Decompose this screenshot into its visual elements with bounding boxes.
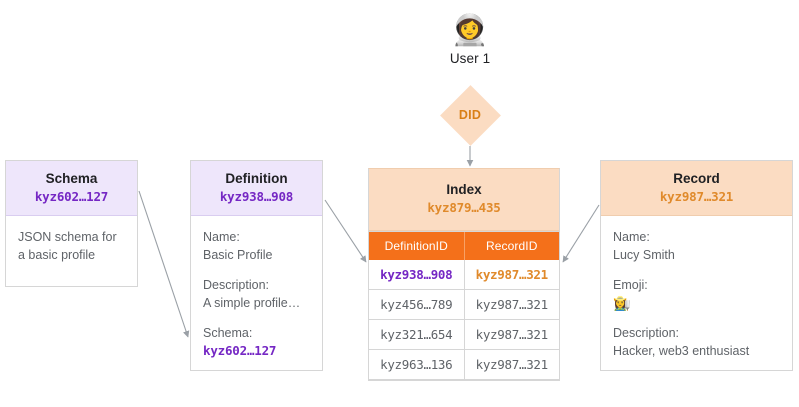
record-field-description: Description: Hacker, web3 enthusiast: [613, 324, 780, 360]
record-field-emoji-label: Emoji:: [613, 278, 648, 292]
connector-definition-to-index-row: [324, 199, 367, 263]
record-card: Record kyz987…321 Name: Lucy Smith Emoji…: [600, 160, 793, 371]
record-card-frame: Record kyz987…321 Name: Lucy Smith Emoji…: [600, 160, 793, 371]
index-card-header: Index kyz879…435: [369, 169, 559, 231]
definition-card-header: Definition kyz938…908: [191, 161, 322, 216]
record-card-header: Record kyz987…321: [601, 161, 792, 216]
user-label: User 1: [449, 51, 491, 66]
definition-field-schema: Schema: kyz602…127: [203, 324, 310, 360]
table-row[interactable]: kyz321…654 kyz987…321: [369, 319, 559, 350]
column-header-record-id[interactable]: RecordID: [464, 232, 559, 260]
cell-record-id: kyz987…321: [463, 319, 559, 350]
cell-definition-id: kyz321…654: [369, 319, 465, 350]
cell-record-id: kyz987…321: [463, 260, 559, 290]
table-row[interactable]: kyz963…136 kyz987…321: [369, 349, 559, 380]
astronaut-emoji-icon: 👩‍🚀: [451, 14, 489, 47]
schema-card: Schema kyz602…127 JSON schema for a basi…: [5, 160, 138, 287]
definition-field-schema-label: Schema:: [203, 326, 253, 340]
index-table-header-row: DefinitionID RecordID: [369, 232, 559, 260]
definition-field-name: Name: Basic Profile: [203, 228, 310, 264]
record-field-name-value: Lucy Smith: [613, 248, 675, 262]
index-table-wrapper: DefinitionID RecordID kyz938…908 kyz987……: [368, 232, 560, 381]
schema-card-frame: Schema kyz602…127 JSON schema for a basi…: [5, 160, 138, 287]
definition-field-description: Description: A simple profile…: [203, 276, 310, 312]
record-field-description-value: Hacker, web3 enthusiast: [613, 344, 750, 358]
definition-card: Definition kyz938…908 Name: Basic Profil…: [190, 160, 323, 371]
record-card-body: Name: Lucy Smith Emoji: 👩‍🌾 Description:…: [601, 216, 792, 370]
definition-title: Definition: [225, 171, 288, 186]
definition-field-description-label: Description:: [203, 278, 269, 292]
record-field-name: Name: Lucy Smith: [613, 228, 780, 264]
did-label: DID: [458, 108, 482, 122]
definition-field-name-label: Name:: [203, 230, 240, 244]
schema-description-line-1: JSON schema for: [18, 230, 117, 244]
schema-id: kyz602…127: [34, 189, 109, 204]
table-row[interactable]: kyz938…908 kyz987…321: [369, 260, 559, 290]
table-row[interactable]: kyz456…789 kyz987…321: [369, 289, 559, 320]
cell-record-id: kyz987…321: [463, 289, 559, 320]
record-id: kyz987…321: [659, 189, 734, 204]
definition-field-schema-value: kyz602…127: [203, 343, 277, 358]
index-table: DefinitionID RecordID kyz938…908 kyz987……: [369, 232, 559, 380]
cell-record-id: kyz987…321: [463, 349, 559, 380]
cell-definition-id: kyz456…789: [369, 289, 465, 320]
schema-description-line-2: a basic profile: [18, 248, 96, 262]
index-card-frame: Index kyz879…435: [368, 168, 560, 232]
definition-card-frame: Definition kyz938…908 Name: Basic Profil…: [190, 160, 323, 371]
record-field-description-label: Description:: [613, 326, 679, 340]
user-node: 👩‍🚀 User 1: [425, 14, 515, 66]
definition-id: kyz938…908: [219, 189, 294, 204]
column-header-definition-id[interactable]: DefinitionID: [369, 232, 465, 260]
farmer-emoji-icon: 👩‍🌾: [613, 295, 631, 311]
record-field-emoji: Emoji: 👩‍🌾: [613, 276, 780, 312]
connector-schema-to-definition: [138, 190, 190, 338]
cell-definition-id: kyz963…136: [369, 349, 465, 380]
schema-card-body: JSON schema for a basic profile: [6, 216, 137, 286]
record-title: Record: [673, 171, 720, 186]
record-field-name-label: Name:: [613, 230, 650, 244]
index-id: kyz879…435: [427, 200, 501, 215]
definition-field-name-value: Basic Profile: [203, 248, 273, 262]
connector-record-to-index-row: [562, 204, 600, 263]
schema-title: Schema: [45, 171, 98, 186]
index-card: Index kyz879…435 DefinitionID RecordID k…: [368, 168, 560, 381]
index-title: Index: [446, 182, 482, 197]
cell-definition-id: kyz938…908: [369, 260, 465, 290]
definition-card-body: Name: Basic Profile Description: A simpl…: [191, 216, 322, 370]
schema-card-header: Schema kyz602…127: [6, 161, 137, 216]
did-node: DID: [437, 84, 503, 146]
definition-field-description-value: A simple profile…: [203, 296, 301, 310]
